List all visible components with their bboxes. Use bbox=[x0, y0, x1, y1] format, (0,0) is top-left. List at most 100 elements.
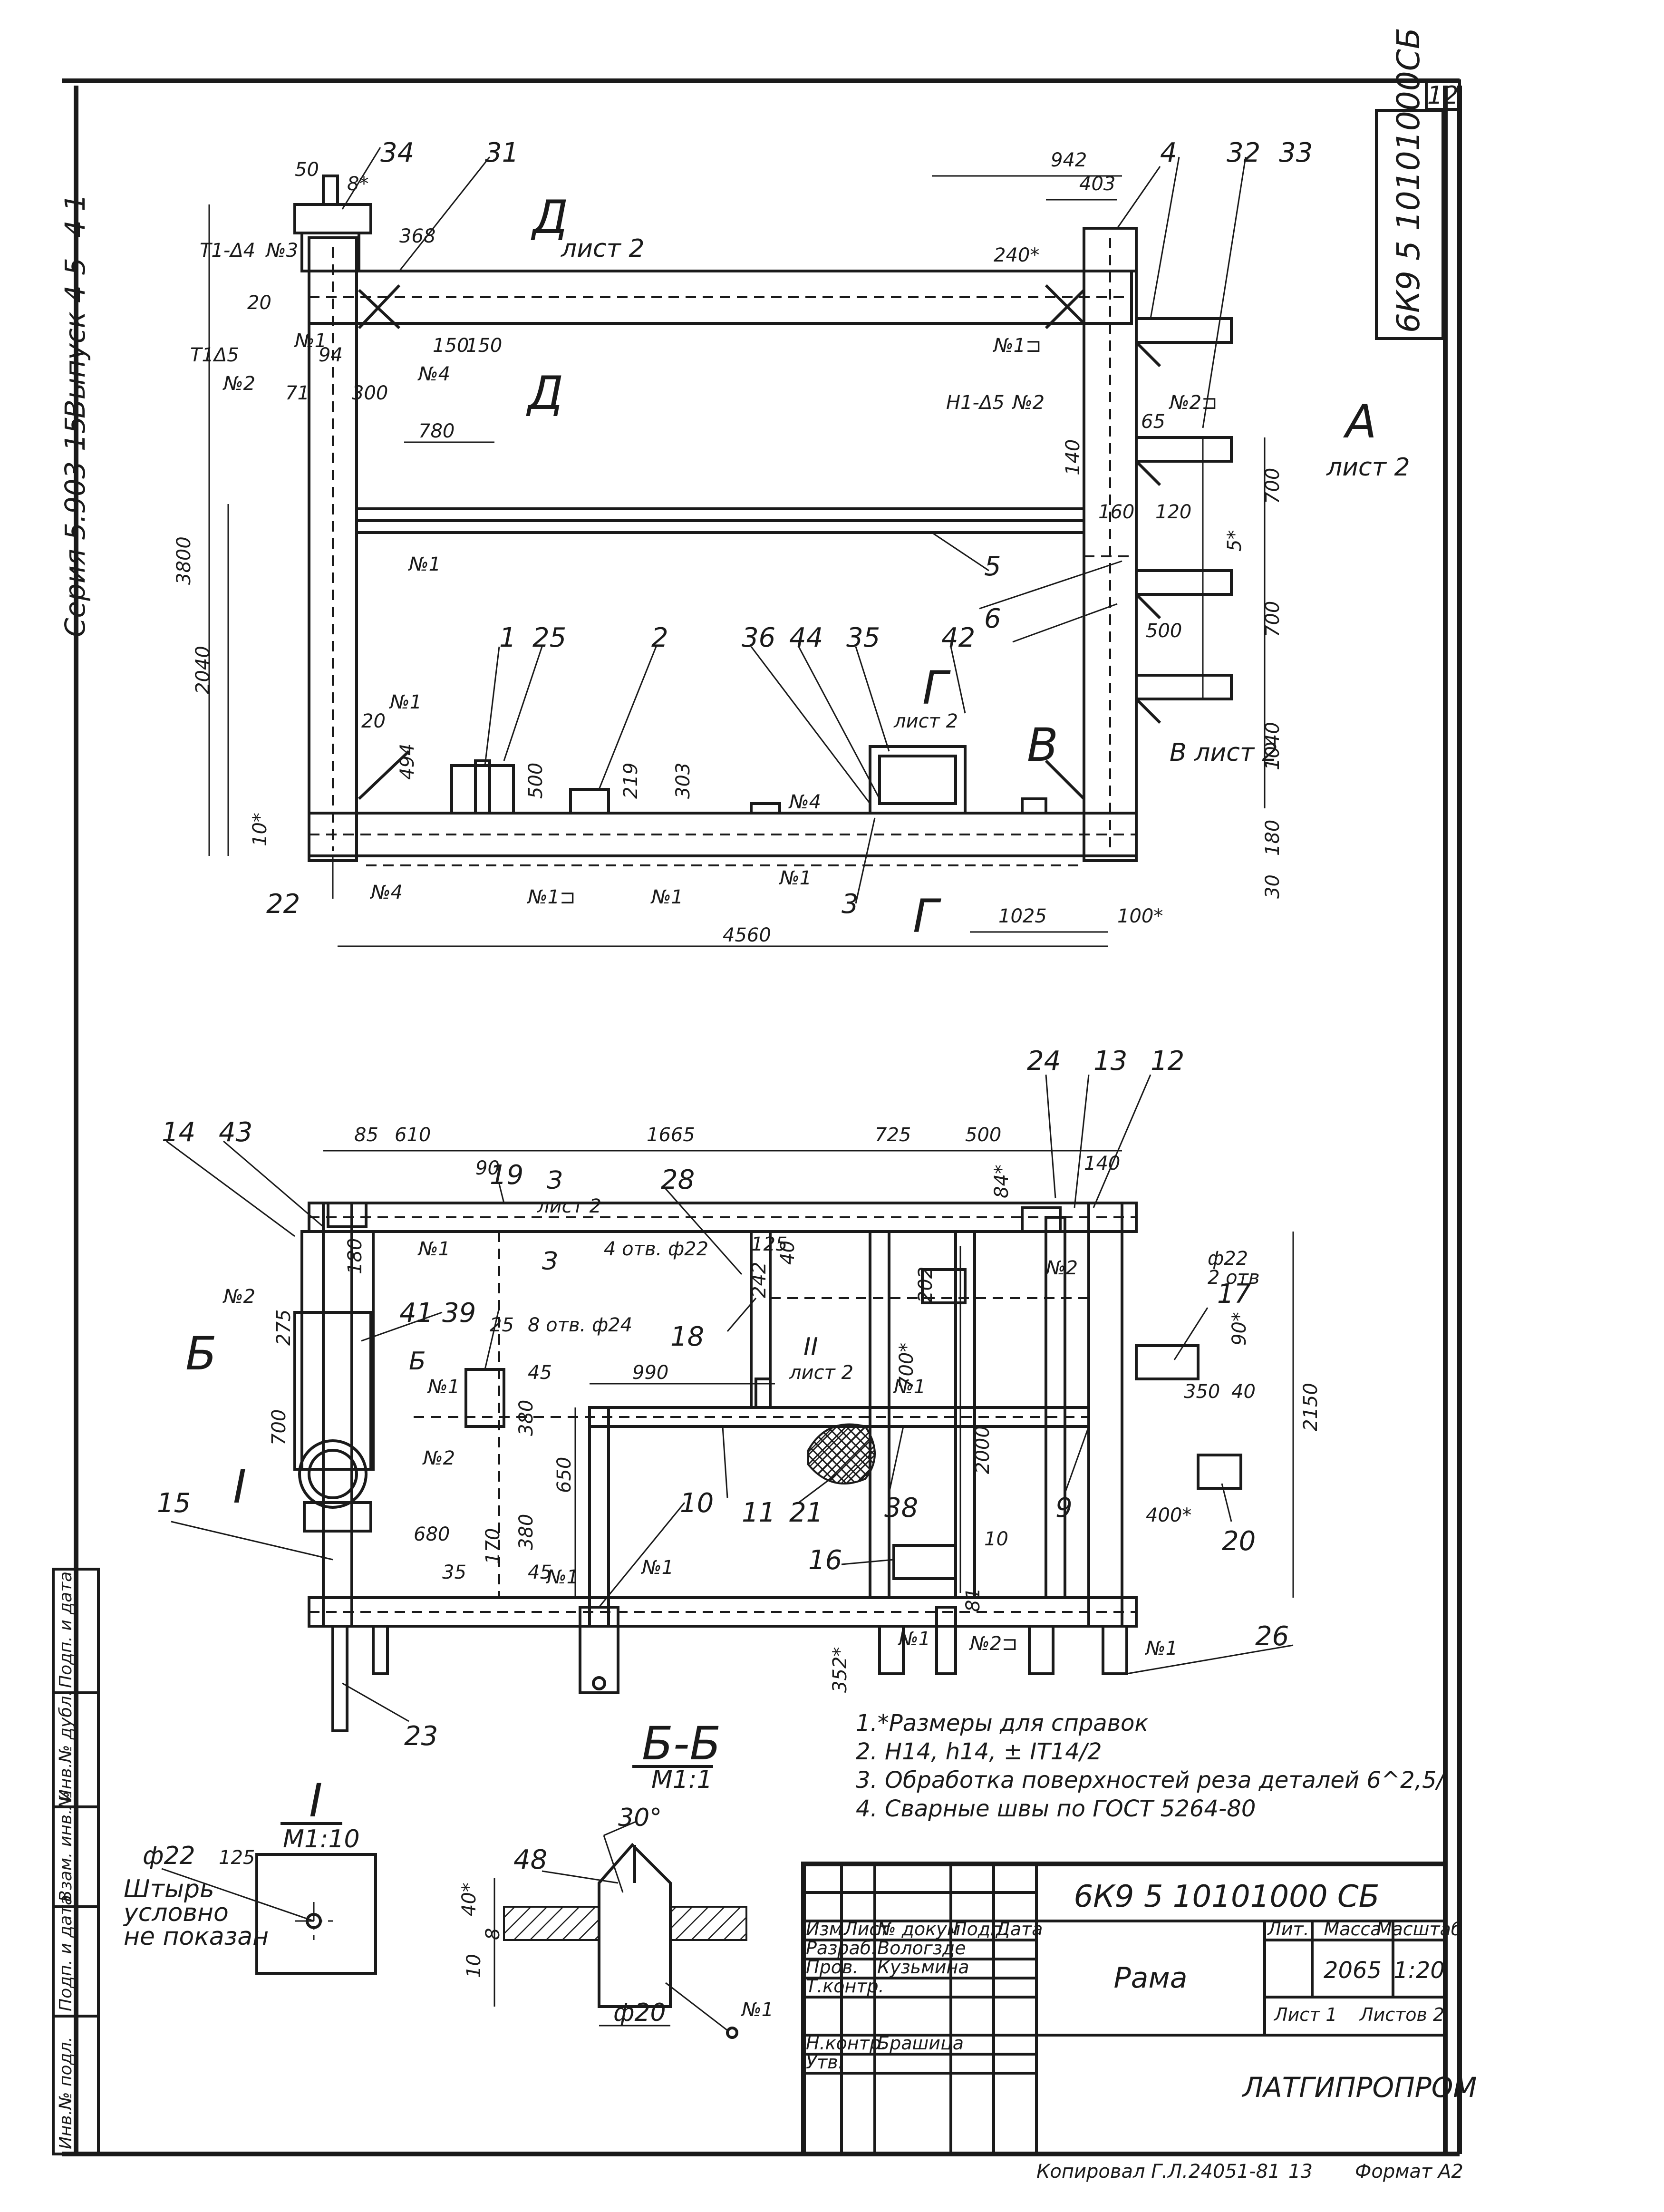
dim-plan-8: 180 bbox=[344, 1238, 366, 1274]
weld-plan-0: №2 bbox=[223, 1286, 255, 1308]
dim-front-3: 942 bbox=[1051, 149, 1087, 171]
weld-plan-10: №2 bbox=[1045, 1257, 1078, 1279]
dim-plan-9: 275 bbox=[273, 1310, 295, 1346]
weld-front-15: №1 bbox=[779, 867, 812, 889]
weld-plan-4: №1 bbox=[546, 1566, 579, 1588]
pos-36: 36 bbox=[742, 622, 775, 653]
stub-col-4: Инв.№ дубл. bbox=[56, 1690, 76, 1802]
pos-44: 44 bbox=[789, 622, 823, 653]
stub-col-5: Подп. и дата bbox=[56, 1572, 76, 1688]
pos-42: 42 bbox=[941, 622, 975, 653]
dim-front-2: 368 bbox=[399, 225, 435, 247]
note-2: 2. H14, h14, ± IT14/2 bbox=[856, 1738, 1102, 1765]
dim-plan-3: 725 bbox=[875, 1124, 911, 1146]
footer-code: 24051-81 bbox=[1189, 2161, 1280, 2183]
motor-circle bbox=[298, 1439, 368, 1509]
weld-plan-9: №1 bbox=[1145, 1638, 1178, 1659]
pos-16: 16 bbox=[808, 1545, 842, 1576]
pos-10: 10 bbox=[680, 1488, 714, 1519]
stub-col-3: Взам. инв.№ bbox=[56, 1791, 76, 1902]
weld-front-8: №1⊐ bbox=[993, 335, 1042, 357]
note-z-sheet: лист 2 bbox=[537, 1195, 601, 1217]
view-v-sheet: В лист 2 bbox=[1170, 738, 1278, 767]
dim-front-27: 494 bbox=[397, 744, 418, 780]
hdr-izm: Изм. bbox=[806, 1919, 848, 1940]
section-bb-position: 48 bbox=[513, 1844, 547, 1875]
detail-i-note-1: Штырь bbox=[124, 1875, 214, 1903]
pos-5: 5 bbox=[984, 551, 1001, 582]
detail-i-title: I bbox=[309, 1774, 322, 1827]
footer-copied: Копировал Г.Л. bbox=[1036, 2161, 1188, 2183]
pos-23: 23 bbox=[404, 1721, 438, 1752]
view-d-sheet: лист 2 bbox=[561, 234, 645, 263]
dim-front-4: 403 bbox=[1079, 173, 1115, 195]
pos-24: 24 bbox=[1027, 1046, 1061, 1077]
dim-front-21: 700 bbox=[1262, 601, 1284, 637]
detail-i-dia: ф22 bbox=[143, 1842, 195, 1870]
section-bb-angle: 30° bbox=[618, 1804, 662, 1832]
note-b-left: Б bbox=[185, 1327, 217, 1380]
footer-format: Формат А2 bbox=[1355, 2161, 1463, 2183]
dim-plan-19: 35 bbox=[442, 1562, 466, 1583]
sheets-label: Листов 2 bbox=[1359, 2004, 1444, 2025]
dim-plan-29: 10 bbox=[984, 1528, 1008, 1550]
weld-front-11: №1 bbox=[389, 691, 422, 713]
dim-plan-13: 45 bbox=[528, 1362, 552, 1384]
weld-front-16: №4 bbox=[788, 791, 821, 813]
dim-plan-20: 45 bbox=[528, 1562, 552, 1583]
section-bb-title: Б-Б bbox=[642, 1717, 721, 1770]
note-ii: II bbox=[803, 1333, 818, 1361]
weld-front-14: №1 bbox=[650, 886, 683, 908]
dim-plan-0: 85 bbox=[354, 1124, 378, 1146]
dim-plan-17: 170 bbox=[482, 1528, 504, 1564]
pos-14: 14 bbox=[162, 1117, 195, 1148]
dim-plan-10: 700 bbox=[268, 1409, 290, 1446]
note-z-bottom: З bbox=[542, 1247, 558, 1276]
dim-plan-34: 352* bbox=[829, 1647, 851, 1693]
weld-plan-5: №1 bbox=[641, 1557, 674, 1579]
col-lit: Лит. bbox=[1267, 1919, 1309, 1940]
detail-i-note-3: не показан bbox=[124, 1922, 269, 1951]
pos-38: 38 bbox=[884, 1493, 918, 1523]
dim-plan-7: 140 bbox=[1084, 1153, 1120, 1174]
dim-plan-2: 1665 bbox=[647, 1124, 695, 1146]
pos-2: 2 bbox=[651, 622, 668, 653]
role-1: Пров. bbox=[806, 1957, 858, 1978]
side-stamp: 6К9 5 10101000СБ bbox=[1390, 28, 1427, 333]
pos-33: 33 bbox=[1279, 137, 1313, 168]
dim-front-32: 1025 bbox=[998, 905, 1047, 927]
weld-front-0: T1-Δ4 bbox=[200, 240, 255, 262]
dim-front-31: 10* bbox=[249, 813, 271, 846]
doc-number: 6К9 5 10101000 СБ bbox=[1074, 1879, 1380, 1914]
dim-front-13: 3800 bbox=[173, 536, 195, 585]
view-d: Д bbox=[531, 191, 568, 244]
weld-front-4: №2 bbox=[223, 373, 255, 395]
section-bb-weld: №1 bbox=[741, 1999, 774, 2021]
weld-front-5: №4 bbox=[417, 363, 450, 385]
issue-label: Выпуск 4-5 bbox=[59, 258, 91, 418]
item-name: Рама bbox=[1114, 1961, 1188, 1995]
weld-front-12: №4 bbox=[370, 882, 403, 903]
pos-28: 28 bbox=[661, 1164, 695, 1195]
role-0: Разраб. bbox=[806, 1938, 877, 1959]
dim-plan-28: 40 bbox=[1231, 1381, 1256, 1403]
note-ii-sheet: лист 2 bbox=[789, 1362, 853, 1384]
weld-front-6: H1-Δ5 bbox=[946, 392, 1005, 414]
dim-plan-12: 25 bbox=[490, 1314, 514, 1336]
dim-front-7: 94 bbox=[319, 344, 343, 366]
dim-front-14: 2040 bbox=[192, 646, 214, 694]
dim-plan-15: 650 bbox=[553, 1457, 575, 1493]
section-bb-scale: М1:1 bbox=[651, 1766, 713, 1794]
dim-plan-5: 90 bbox=[475, 1157, 500, 1179]
org-name: ЛАТГИПРОПРОМ bbox=[1242, 2071, 1477, 2104]
dim-plan-14: 380 bbox=[515, 1400, 537, 1436]
dim-front-15: 65 bbox=[1141, 411, 1165, 433]
view-a-sheet: лист 2 bbox=[1326, 453, 1410, 482]
dim-front-11: 150 bbox=[433, 335, 469, 357]
weld-plan-7: №1 bbox=[898, 1628, 930, 1650]
hdr-list: Лист bbox=[843, 1919, 890, 1940]
dim-front-0: 50 bbox=[295, 159, 319, 181]
section-bb-plate-right bbox=[669, 1906, 747, 1941]
weld-front-7: №2 bbox=[1012, 392, 1045, 414]
pos-17: 17 bbox=[1217, 1279, 1251, 1310]
